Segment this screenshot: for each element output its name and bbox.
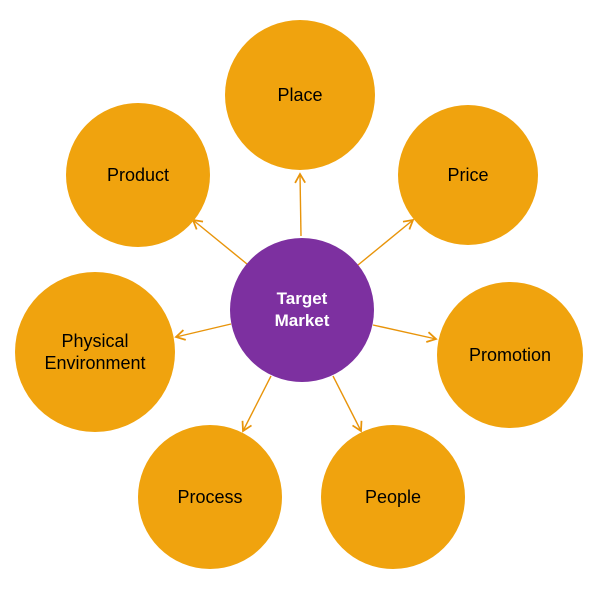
center-node-target-market: Target Market	[230, 238, 374, 382]
arrow-to-promotion	[372, 324, 438, 343]
node-price-label: Price	[447, 164, 489, 185]
node-place-label: Place	[277, 84, 323, 105]
node-process-label: Process	[177, 486, 243, 507]
arrow-to-people	[332, 375, 363, 433]
node-physical-environment: Physical Environment	[15, 272, 175, 432]
arrow-to-product	[191, 218, 248, 265]
arrow-to-process	[241, 375, 272, 433]
node-place: Place	[225, 20, 375, 170]
node-people-label: People	[364, 486, 422, 507]
node-promotion-label: Promotion	[468, 344, 552, 365]
node-promotion: Promotion	[437, 282, 583, 428]
arrow-to-physical-environment	[174, 323, 232, 341]
arrow-to-price	[357, 218, 415, 266]
node-price: Price	[398, 105, 538, 245]
center-node-label: Target Market	[274, 288, 330, 330]
node-physical-environment-label: Physical Environment	[44, 330, 146, 374]
arrow-to-place	[294, 172, 306, 237]
node-people: People	[321, 425, 465, 569]
node-process: Process	[138, 425, 282, 569]
node-product-label: Product	[106, 164, 170, 185]
node-product: Product	[66, 103, 210, 247]
